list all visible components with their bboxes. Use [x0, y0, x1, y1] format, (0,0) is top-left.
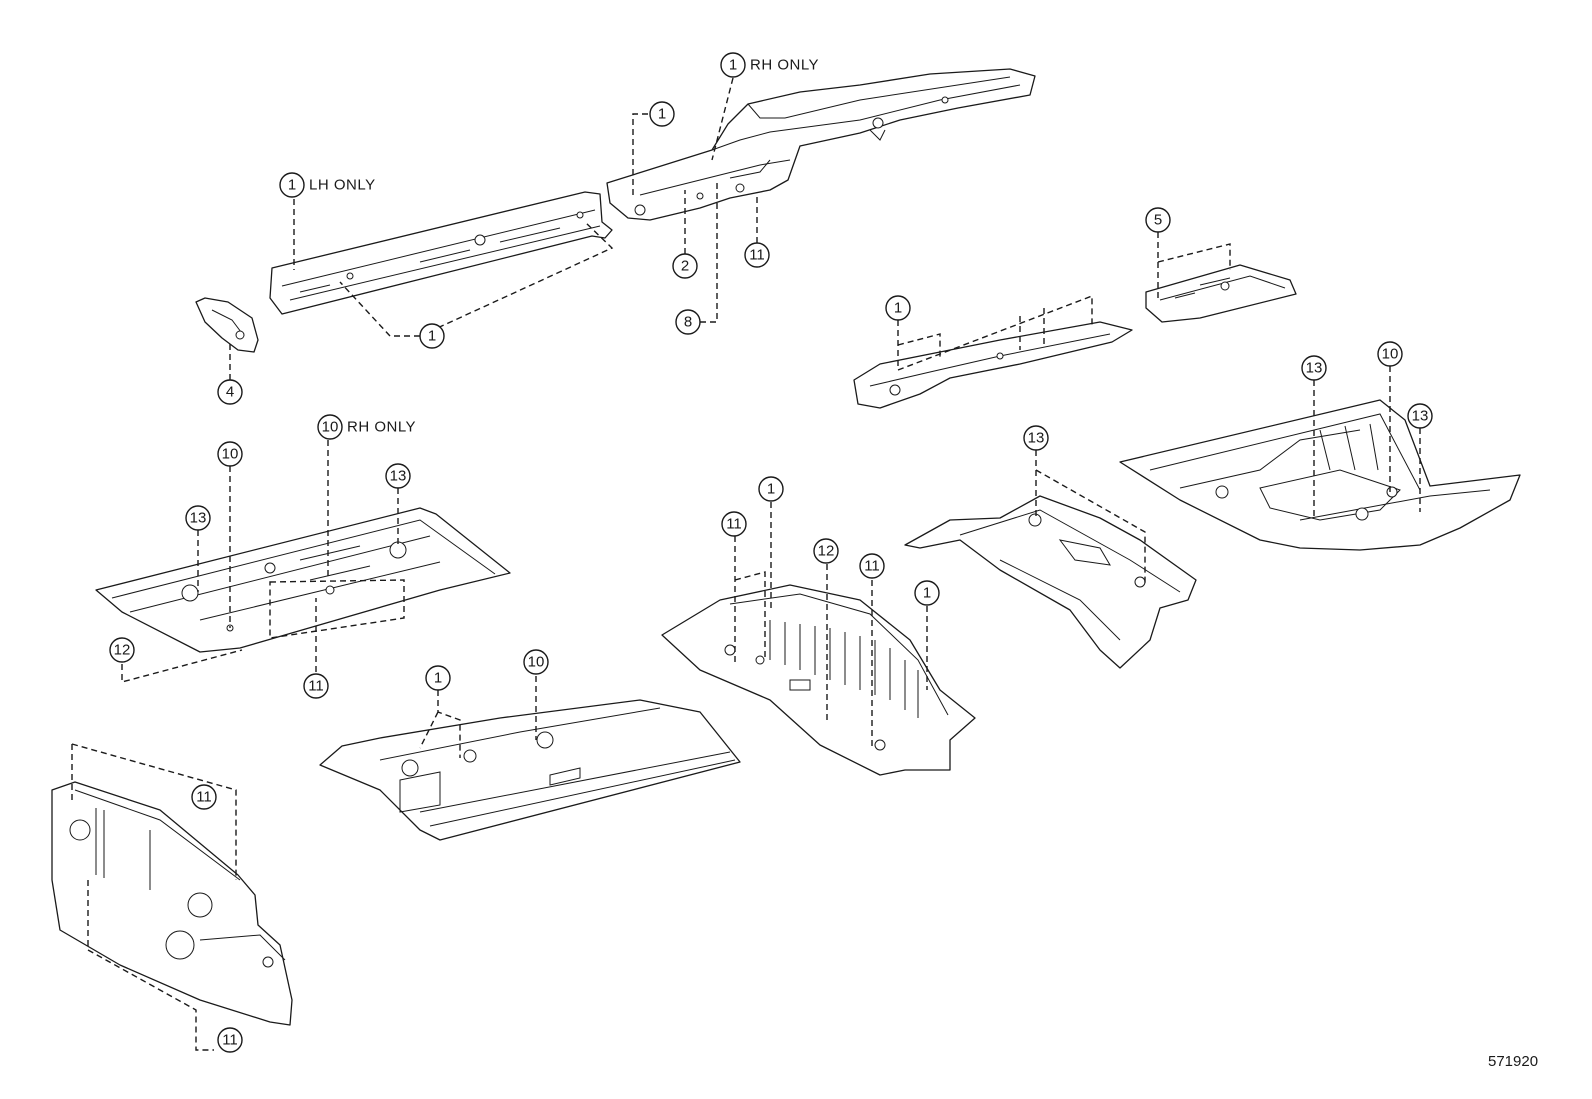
rear-floor-cross-panel: [904, 495, 1197, 669]
callout-number: 2: [681, 258, 689, 275]
callout-number: 1: [434, 670, 442, 687]
callout-1-rh-only-top: 1 RH ONLY: [720, 52, 819, 78]
callout-13-left-b: 13: [385, 463, 411, 489]
front-floor-pan-center: [319, 699, 741, 841]
dash-panel-part: [51, 781, 293, 1026]
callout-1-center-b: 1: [914, 580, 940, 606]
callout-10-floor-front: 10: [523, 649, 549, 675]
callout-number: 1: [767, 481, 775, 498]
callout-13-left-a: 13: [185, 505, 211, 531]
callout-13-right-a: 13: [1301, 355, 1327, 381]
callout-8: 8: [675, 309, 701, 335]
callout-number: 1: [894, 300, 902, 317]
callout-number: 5: [1154, 212, 1162, 229]
callout-number: 1: [428, 328, 436, 345]
callout-2: 2: [672, 253, 698, 279]
callout-number: 11: [749, 247, 765, 264]
callout-11-top: 11: [744, 242, 770, 268]
callout-1-upper: 1: [649, 101, 675, 127]
panel-part-5: [1145, 264, 1297, 323]
callout-number: 10: [528, 654, 545, 671]
callout-number: 1: [658, 106, 666, 123]
callout-1-floor-front: 1: [425, 665, 451, 691]
rib-lines: [769, 620, 919, 718]
rocker-rail-part: [269, 191, 613, 315]
callout-11-dash-bottom: 11: [217, 1027, 243, 1053]
callout-1-center-a: 1: [758, 476, 784, 502]
callout-number: 13: [1412, 408, 1429, 425]
callout-number: 13: [190, 510, 207, 527]
diagram-id: 571920: [1488, 1053, 1538, 1070]
callout-number: 1: [923, 585, 931, 602]
callout-number: 13: [1028, 430, 1045, 447]
callout-number: 11: [196, 789, 212, 806]
callout-number: 4: [226, 384, 234, 401]
center-floor-ribbed: [661, 584, 976, 776]
callout-number: 11: [222, 1032, 238, 1049]
callout-number: 1: [729, 57, 737, 74]
callout-number: 1: [288, 177, 296, 194]
rear-floor-pan-right: [1119, 399, 1521, 551]
callout-11-left: 11: [303, 673, 329, 699]
callout-number: 11: [726, 516, 742, 533]
callout-1-rail-bottom: 1: [419, 323, 445, 349]
callout-number: 11: [864, 558, 880, 575]
callout-number: 11: [308, 678, 324, 695]
callout-number: 12: [818, 543, 835, 560]
callout-number: 13: [1306, 360, 1323, 377]
callout-12-left: 12: [109, 637, 135, 663]
leader-lines: [71, 77, 1421, 1051]
callout-note-rh-only: RH ONLY: [750, 57, 819, 74]
callout-note-lh-only: LH ONLY: [309, 177, 376, 194]
callout-12-center: 12: [813, 538, 839, 564]
rear-rail-part: [853, 321, 1133, 409]
callout-10-rh-only: 10 RH ONLY: [317, 414, 416, 440]
callout-11-dash-top: 11: [191, 784, 217, 810]
callouts: 1 RH ONLY 1 1 LH ONLY 1 2 11 8: [109, 52, 1433, 1053]
callout-10-left: 10: [217, 441, 243, 467]
callout-1-lh-only: 1 LH ONLY: [279, 172, 376, 198]
callout-number: 10: [222, 446, 239, 463]
front-side-rail-part: [606, 68, 1036, 221]
callout-number: 10: [322, 419, 339, 436]
callout-number: 13: [390, 468, 407, 485]
callout-10-right: 10: [1377, 341, 1403, 367]
callout-note-rh-only: RH ONLY: [347, 419, 416, 436]
front-floor-pan-left: [95, 507, 511, 653]
callout-4: 4: [217, 379, 243, 405]
callout-5: 5: [1145, 207, 1171, 233]
callout-11-center-a: 11: [721, 511, 747, 537]
callout-number: 12: [114, 642, 131, 659]
callout-13-center: 13: [1023, 425, 1049, 451]
callout-number: 8: [684, 314, 692, 331]
bracket-part-4: [195, 297, 259, 353]
callout-13-right-b: 13: [1407, 403, 1433, 429]
callout-number: 10: [1382, 346, 1399, 363]
callout-11-center-b: 11: [859, 553, 885, 579]
callout-1-mid-right: 1: [885, 295, 911, 321]
